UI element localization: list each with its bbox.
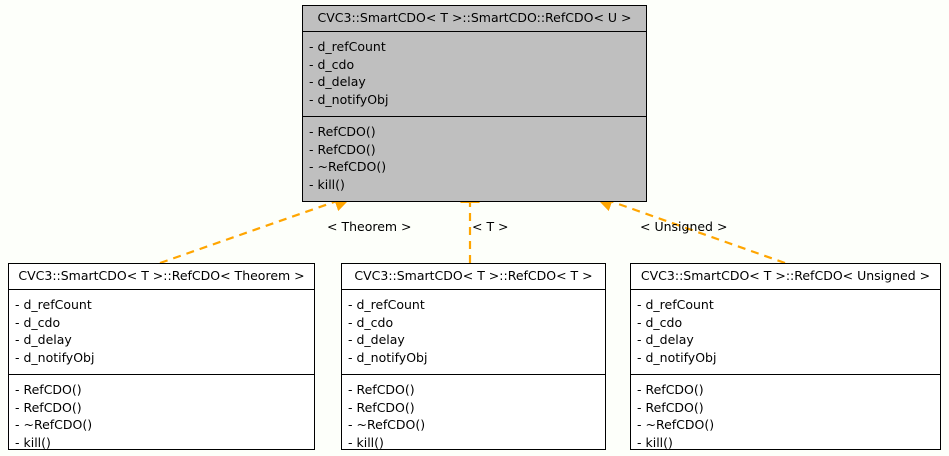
- class-methods-unsigned: - RefCDO() - RefCDO() - ~RefCDO() - kill…: [631, 375, 940, 456]
- attribute-item: - d_notifyObj: [15, 349, 95, 365]
- class-attributes-theorem: - d_refCount - d_cdo - d_delay - d_notif…: [9, 290, 314, 375]
- attribute-item: - d_cdo: [15, 314, 61, 330]
- attribute-item: - d_refCount: [348, 297, 425, 312]
- attribute-item: - d_refCount: [637, 297, 714, 312]
- attribute-item: - d_delay: [637, 332, 694, 347]
- edge-label-theorem: < Theorem >: [327, 219, 412, 234]
- attribute-item: - d_delay: [348, 332, 405, 347]
- class-box-unsigned[interactable]: CVC3::SmartCDO< T >::RefCDO< Unsigned > …: [630, 263, 941, 450]
- method-item: - ~RefCDO(): [348, 417, 426, 432]
- attribute-item: - d_cdo: [348, 314, 394, 330]
- method-item: - RefCDO(): [309, 124, 376, 139]
- attribute-item: - d_delay: [309, 74, 366, 89]
- method-item: - RefCDO(): [637, 382, 704, 397]
- attribute-item: - d_cdo: [637, 314, 683, 330]
- method-item: - kill(): [15, 434, 51, 450]
- class-methods-t: - RefCDO() - RefCDO() - ~RefCDO() - kill…: [342, 375, 605, 456]
- class-box-base[interactable]: CVC3::SmartCDO< T >::SmartCDO::RefCDO< U…: [302, 5, 647, 202]
- attribute-item: - d_notifyObj: [348, 349, 428, 365]
- class-title-base: CVC3::SmartCDO< T >::SmartCDO::RefCDO< U…: [303, 6, 646, 32]
- class-title-theorem: CVC3::SmartCDO< T >::RefCDO< Theorem >: [9, 264, 314, 290]
- method-item: - RefCDO(): [348, 399, 415, 415]
- method-item: - RefCDO(): [15, 382, 82, 397]
- class-attributes-base: - d_refCount - d_cdo - d_delay - d_notif…: [303, 32, 646, 117]
- edge-label-unsigned: < Unsigned >: [640, 219, 728, 234]
- class-title-unsigned: CVC3::SmartCDO< T >::RefCDO< Unsigned >: [631, 264, 940, 290]
- method-item: - RefCDO(): [637, 399, 704, 415]
- method-item: - kill(): [637, 434, 673, 450]
- class-methods-base: - RefCDO() - RefCDO() - ~RefCDO() - kill…: [303, 117, 646, 201]
- attribute-item: - d_refCount: [309, 39, 386, 54]
- attribute-item: - d_cdo: [309, 56, 355, 72]
- class-title-t: CVC3::SmartCDO< T >::RefCDO< T >: [342, 264, 605, 290]
- method-item: - RefCDO(): [15, 399, 82, 415]
- method-item: - RefCDO(): [309, 141, 376, 157]
- method-item: - RefCDO(): [348, 382, 415, 397]
- attribute-item: - d_notifyObj: [637, 349, 717, 365]
- edge-theorem: [159, 192, 354, 265]
- method-item: - kill(): [309, 176, 345, 192]
- class-attributes-t: - d_refCount - d_cdo - d_delay - d_notif…: [342, 290, 605, 375]
- attribute-item: - d_refCount: [15, 297, 92, 312]
- class-attributes-unsigned: - d_refCount - d_cdo - d_delay - d_notif…: [631, 290, 940, 375]
- attribute-item: - d_delay: [15, 332, 72, 347]
- method-item: - ~RefCDO(): [637, 417, 715, 432]
- method-item: - kill(): [348, 434, 384, 450]
- attribute-item: - d_notifyObj: [309, 91, 389, 107]
- edge-label-t: < T >: [472, 219, 509, 234]
- method-item: - ~RefCDO(): [15, 417, 93, 432]
- class-box-t[interactable]: CVC3::SmartCDO< T >::RefCDO< T > - d_ref…: [341, 263, 606, 450]
- class-box-theorem[interactable]: CVC3::SmartCDO< T >::RefCDO< Theorem > -…: [8, 263, 315, 450]
- method-item: - ~RefCDO(): [309, 159, 387, 174]
- class-methods-theorem: - RefCDO() - RefCDO() - ~RefCDO() - kill…: [9, 375, 314, 456]
